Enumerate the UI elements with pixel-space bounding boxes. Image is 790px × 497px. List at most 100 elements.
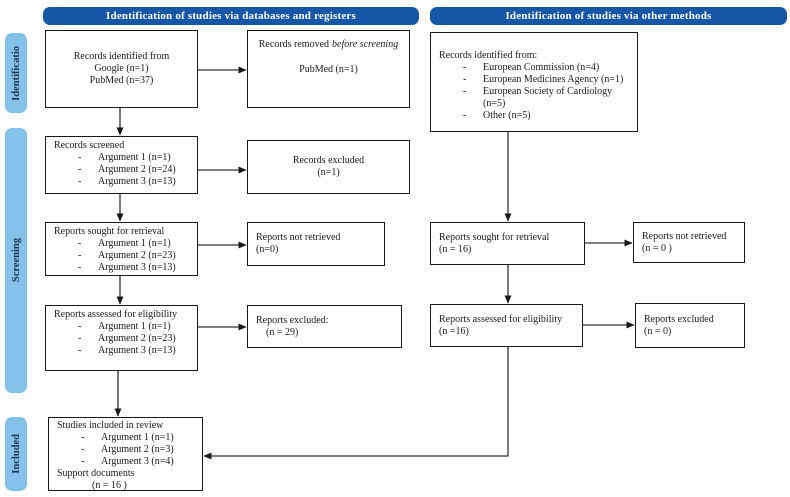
bullet-dash: - [78, 164, 82, 175]
box-title: Records identified from: [439, 50, 538, 61]
bullet-item: - Argument 1 (n=1) [52, 238, 193, 250]
bullet-dash: - [78, 333, 82, 344]
box-line: Reports excluded [644, 313, 714, 325]
box-line: Reports sought for retrieval [439, 231, 550, 243]
bullet-item-text: Argument 1 (n=1) [98, 152, 171, 163]
box-line-italic-text: before screening [332, 39, 399, 50]
box-reports-excluded-databases: Reports excluded: (n = 29) [247, 305, 402, 348]
bullet-item: - Argument 3 (n=13) [52, 262, 193, 274]
box-records-screened: Records screened - Argument 1 (n=1) - Ar… [45, 136, 198, 194]
bullet-item: - Argument 2 (n=3) [55, 444, 198, 456]
bullet-item: - Other (n=5) [437, 110, 633, 122]
sidebar-label-screening-text: Screening [10, 238, 22, 283]
bullet-item: - Argument 1 (n=1) [55, 432, 198, 444]
box-line: (n = 29) [266, 326, 299, 338]
bullet-dash: - [78, 262, 82, 273]
sidebar-label-screening: Screening [5, 128, 27, 393]
bullet-dash: - [81, 456, 85, 467]
bullet-item: - European Society of Cardiology (n=5) [437, 86, 633, 110]
box-line: Google (n=1) [94, 63, 149, 74]
bullet-item-text: European Commission (n=4) [483, 62, 600, 73]
box-line: Reports not retrieved [256, 232, 341, 243]
bullet-dash: - [78, 176, 82, 187]
bullet-item: - European Commission (n=4) [437, 62, 633, 74]
box-line: Reports excluded: [256, 314, 329, 326]
bullet-item-text: Argument 3 (n=13) [98, 262, 176, 273]
box-reports-assessed-databases: Reports assessed for eligibility - Argum… [45, 305, 198, 371]
bullet-dash: - [78, 345, 82, 356]
bullet-item: - Argument 2 (n=23) [52, 250, 193, 262]
bullet-item: - Argument 2 (n=24) [52, 164, 193, 176]
box-studies-included: Studies included in review - Argument 1 … [48, 417, 203, 491]
bullet-dash: - [81, 444, 85, 455]
sidebar-label-identification: Identificatio [5, 33, 27, 113]
box-line: (n = 0 ) [642, 242, 672, 254]
bullet-item-text: Argument 2 (n=3) [101, 444, 174, 455]
bullet-item: - Argument 2 (n=23) [52, 333, 193, 345]
box-title: Studies included in review [57, 420, 164, 431]
bullet-list: - Argument 1 (n=1) - Argument 2 (n=24) -… [52, 152, 193, 188]
bullet-item-text: Argument 3 (n=13) [98, 176, 176, 187]
bullet-dash: - [463, 74, 467, 85]
box-line: (n = 16) [439, 243, 472, 255]
bullet-list: - Argument 1 (n=1) - Argument 2 (n=23) -… [52, 238, 193, 274]
bullet-dash: - [78, 321, 82, 332]
box-reports-not-retrieved-other: Reports not retrieved (n = 0 ) [633, 222, 745, 263]
box-line: PubMed (n=1) [299, 64, 358, 75]
box-reports-assessed-other: Reports assessed for eligibility (n =16) [430, 304, 583, 347]
box-reports-not-retrieved-databases: Reports not retrieved (n=0) [247, 222, 385, 266]
box-line: Reports not retrieved [642, 230, 727, 242]
bullet-dash: - [463, 110, 467, 121]
box-line-text: Records removed [258, 39, 330, 50]
box-line: Records excluded [292, 155, 365, 166]
box-line: Records identified from [73, 51, 170, 62]
bullet-dash: - [78, 250, 82, 261]
box-line: (n=1) [317, 167, 340, 178]
bullet-item-text: European Society of Cardiology (n=5) [483, 86, 613, 109]
bullet-item: - Argument 3 (n=13) [52, 345, 193, 357]
bullet-dash: - [81, 432, 85, 443]
bullet-item: - European Medicines Agency (n=1) [437, 74, 633, 86]
bullet-item: - Argument 1 (n=1) [52, 152, 193, 164]
bullet-item: - Argument 3 (n=13) [52, 176, 193, 188]
bullet-list: - Argument 1 (n=1) - Argument 2 (n=3) - … [55, 432, 198, 468]
sidebar-label-included-text: Included [10, 434, 22, 474]
box-line: Reports assessed for eligibility [439, 313, 563, 325]
bullet-list: - European Commission (n=4) - European M… [437, 62, 633, 122]
box-line: (n = 16 ) [92, 480, 127, 491]
bullet-item: - Argument 3 (n=4) [55, 456, 198, 468]
box-line: (n =16) [439, 325, 469, 337]
box-title: Reports sought for retrieval [54, 226, 165, 237]
box-line: Support documents [57, 468, 135, 479]
box-line: (n = 0) [644, 325, 672, 337]
bullet-item-text: European Medicines Agency (n=1) [483, 74, 624, 85]
sidebar-label-identification-text: Identificatio [10, 45, 22, 101]
box-records-identified-other: Records identified from: - European Comm… [430, 32, 638, 132]
header-databases-registers: Identification of studies via databases … [43, 7, 419, 25]
bullet-item-text: Argument 1 (n=1) [98, 321, 171, 332]
bullet-item-text: Argument 3 (n=13) [98, 345, 176, 356]
bullet-item-text: Argument 1 (n=1) [98, 238, 171, 249]
bullet-dash: - [78, 238, 82, 249]
bullet-dash: - [78, 152, 82, 163]
bullet-item-text: Argument 1 (n=1) [101, 432, 174, 443]
box-line: (n=0) [256, 244, 279, 255]
bullet-item-text: Other (n=5) [483, 110, 531, 121]
arrow-other-assessed-to-included-elbow [203, 347, 509, 460]
bullet-dash: - [463, 62, 467, 73]
box-line: PubMed (n=37) [89, 75, 154, 86]
box-records-excluded: Records excluded (n=1) [247, 140, 410, 194]
bullet-item-text: Argument 2 (n=23) [98, 250, 176, 261]
sidebar-label-included: Included [5, 417, 27, 491]
header-other-methods: Identification of studies via other meth… [430, 7, 787, 25]
box-records-identified-databases: Records identified from Google (n=1) Pub… [45, 30, 198, 108]
box-title: Records screened [54, 140, 125, 151]
bullet-item: - Argument 1 (n=1) [52, 321, 193, 333]
bullet-dash: - [463, 86, 467, 97]
bullet-item-text: Argument 3 (n=4) [101, 456, 174, 467]
box-title: Reports assessed for eligibility [54, 309, 178, 320]
box-reports-sought-other: Reports sought for retrieval (n = 16) [430, 222, 585, 265]
bullet-list: - Argument 1 (n=1) - Argument 2 (n=23) -… [52, 321, 193, 357]
